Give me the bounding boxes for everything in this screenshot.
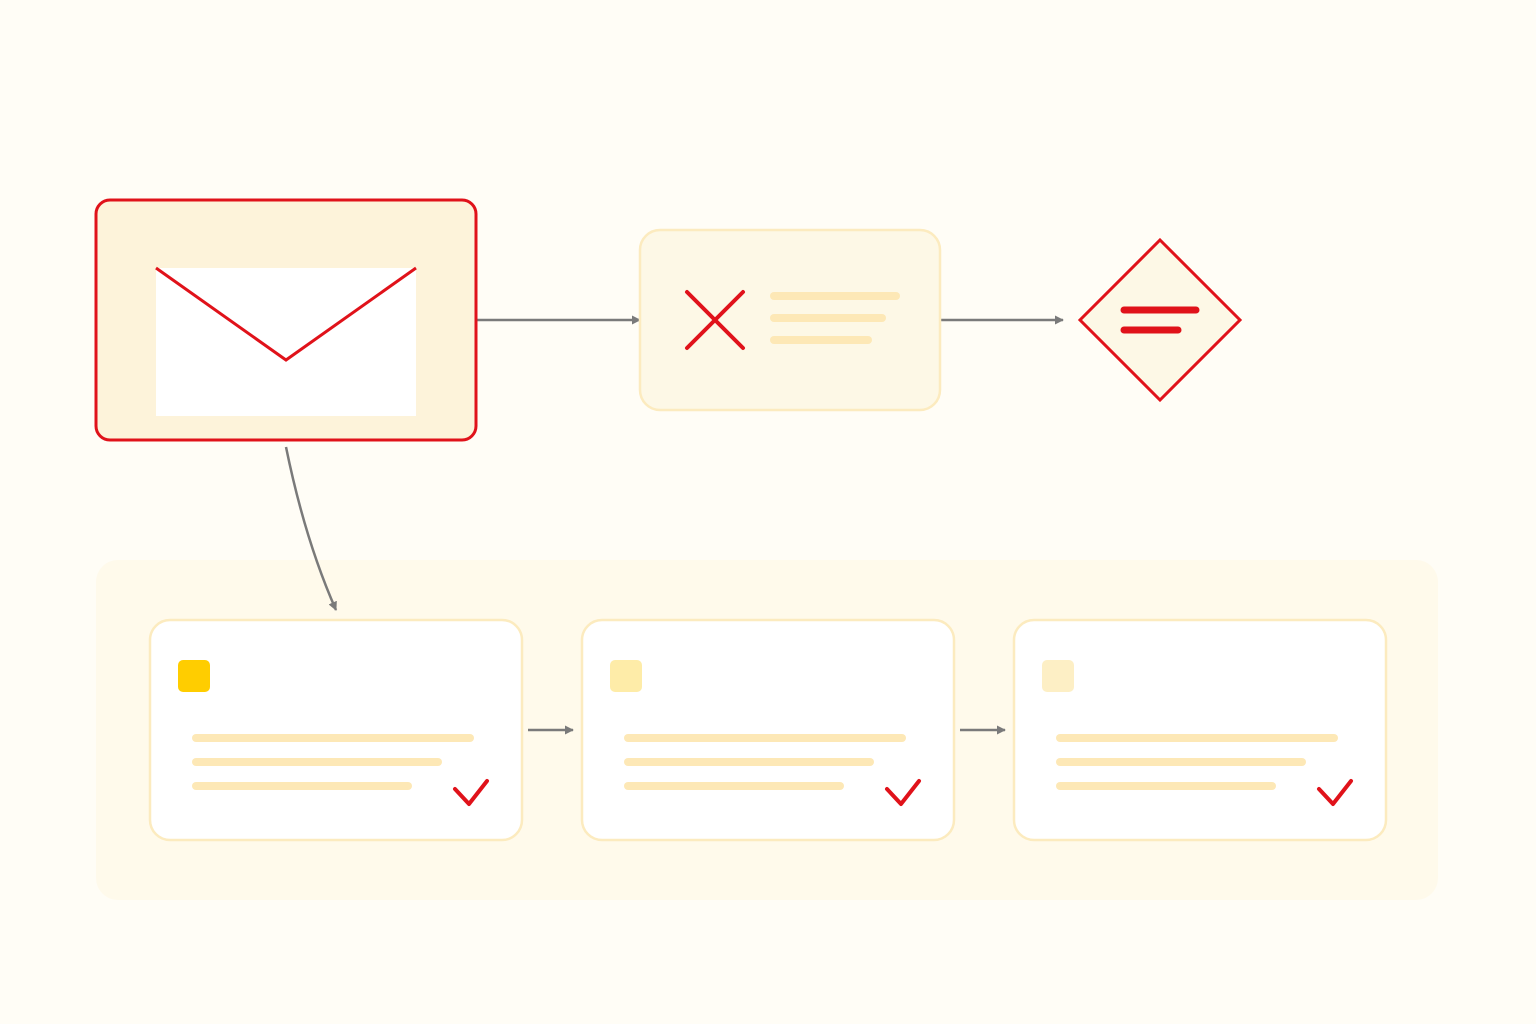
checkmark-icon xyxy=(1317,779,1353,806)
equals-icon xyxy=(1120,306,1200,334)
status-square-icon xyxy=(1042,660,1074,692)
checkmark-icon xyxy=(885,779,921,806)
checkmark-icon xyxy=(453,779,489,806)
step-card-box xyxy=(1012,618,1388,842)
envelope-icon xyxy=(155,266,417,416)
step-card-1[interactable] xyxy=(148,618,524,842)
email-node[interactable] xyxy=(94,198,478,442)
decision-node[interactable] xyxy=(1077,237,1243,403)
status-square-icon xyxy=(178,660,210,692)
step-card-box xyxy=(580,618,956,842)
step-card-2[interactable] xyxy=(580,618,956,842)
step-card-3[interactable] xyxy=(1012,618,1388,842)
status-square-icon xyxy=(610,660,642,692)
arrow-email-to-steps xyxy=(284,446,338,611)
rejected-node[interactable] xyxy=(638,228,942,412)
x-mark-icon xyxy=(685,290,745,350)
step-card-box xyxy=(148,618,524,842)
steps-row xyxy=(148,618,1388,842)
decision-diamond xyxy=(1077,237,1243,403)
